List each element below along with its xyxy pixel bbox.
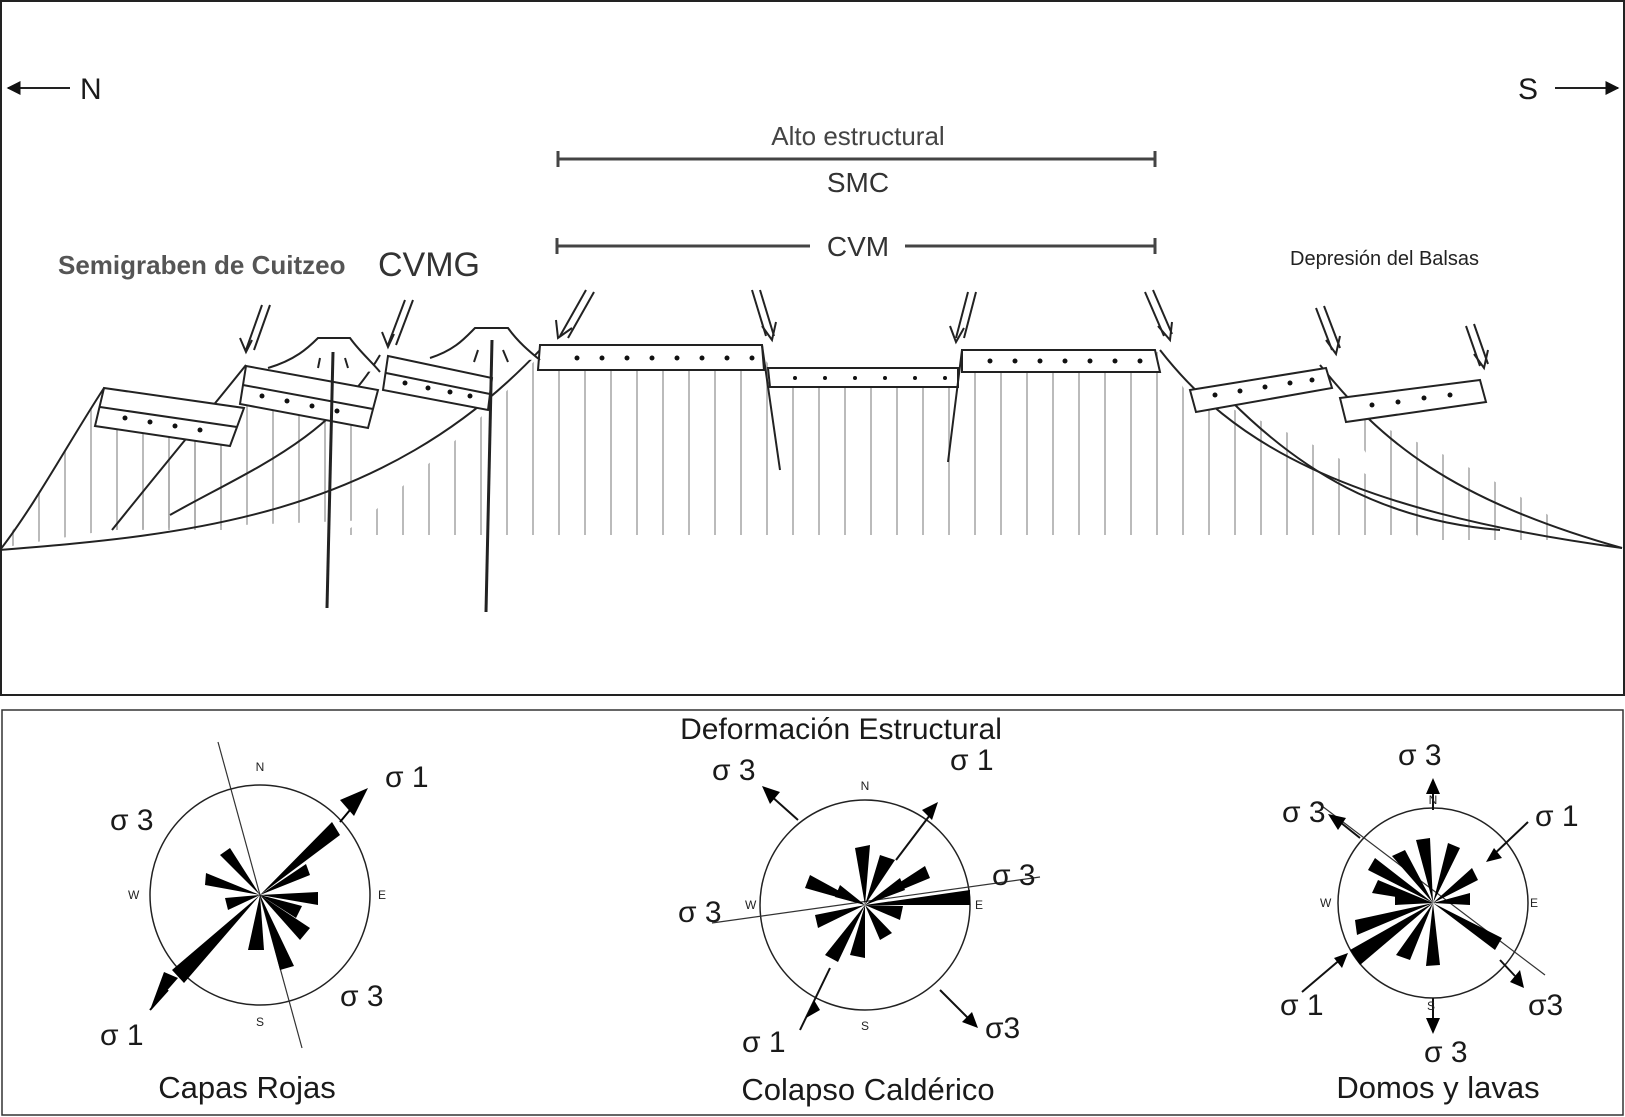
sigma3-arrow-se: [939, 989, 969, 1019]
deformation-panel: Deformación Estructural N: [1, 709, 1624, 1116]
sigma-label: σ 3: [1282, 796, 1326, 829]
cardinal-e: E: [378, 888, 386, 902]
rose-caption: Capas Rojas: [158, 1070, 335, 1105]
rose-petals: [1350, 838, 1502, 966]
tilted-block-1: [93, 386, 246, 448]
sigma1-arrow-ne-head: [1486, 848, 1502, 862]
sigma1-arrow-ne-head: [922, 802, 938, 820]
sigma1-arrow-sw-shaft: [149, 989, 169, 1011]
sigma-label: σ 1: [742, 1026, 786, 1059]
rose-circle: [149, 784, 371, 1006]
cardinal-w: W: [128, 888, 140, 902]
sigma3-arrow-n-head: [1426, 778, 1440, 794]
tilted-block-5: [1338, 378, 1488, 424]
sigma-label: σ 1: [950, 744, 994, 777]
south-label: S: [1518, 73, 1538, 106]
sigma1-arrow-sw: [799, 967, 831, 1031]
sigma-label: σ 3: [1424, 1036, 1468, 1069]
sigma3-arrow-nw-head: [1328, 814, 1346, 830]
tilted-block-3: [381, 354, 494, 412]
sigma1-arrow-ne-shaft: [339, 809, 351, 823]
sigma3-arrow-nw-head: [762, 786, 780, 804]
sigma-label: σ3: [1528, 989, 1563, 1022]
cardinal-n: N: [256, 760, 265, 774]
cardinal-w: W: [745, 898, 757, 912]
volcano-2: [429, 327, 541, 613]
sigma-label: σ3: [985, 1012, 1020, 1045]
cross-section-frame: [0, 0, 1625, 696]
cvm-extent-bar: [555, 238, 1157, 254]
north-label: N: [80, 73, 102, 106]
smc-extent-bar: [556, 151, 1157, 167]
rose-diagram-domos-lavas: N S E W σ 3 σ 3 σ 1 σ 1 σ3 σ 3 Domos y l…: [1280, 739, 1579, 1105]
sigma3-arrow-nw: [1339, 821, 1361, 839]
sigma1-arrow-ne: [895, 814, 931, 861]
fault-arrow-8: [1465, 323, 1489, 371]
cardinal-w: W: [1320, 896, 1332, 910]
sigma1-arrow-sw: [150, 972, 178, 1010]
sigma3-arrow-s-head: [1426, 1018, 1440, 1034]
sigma-label: σ 3: [712, 754, 756, 787]
fault-arrow-3: [555, 289, 595, 340]
sigma-label: σ 3: [110, 804, 154, 837]
fault-motion-arrows: [239, 289, 1489, 371]
graben-faults: [761, 344, 963, 471]
block-dots: [122, 355, 1453, 433]
sigma3-arrow-se-head: [1510, 970, 1524, 988]
sigma-label: σ 1: [100, 1019, 144, 1052]
cardinal-n: N: [1429, 793, 1438, 807]
listric-faults: [0, 349, 1623, 551]
cardinal-s: S: [1427, 999, 1435, 1013]
sigma3-arrow-se-head: [962, 1012, 978, 1028]
fault-arrow-1: [239, 304, 271, 355]
deformation-frame: [1, 709, 1624, 1116]
smc-label: SMC: [827, 167, 889, 198]
sigma-label: σ 1: [1280, 989, 1324, 1022]
sigma-label: σ 3: [340, 980, 384, 1013]
cardinal-s: S: [861, 1019, 869, 1033]
cvmg-label: CVMG: [378, 246, 480, 284]
fault-arrow-2: [381, 299, 414, 350]
rose-diagram-capas-rojas: N S E W σ 1 σ 3 σ 3 σ 1 Capas Rojas: [100, 741, 429, 1105]
tilted-block-4: [1188, 366, 1334, 414]
sigma1-arrow-sw-head: [1334, 953, 1348, 968]
sigma-label: σ 3: [1398, 739, 1442, 772]
balsas-label: Depresión del Balsas: [1290, 248, 1479, 270]
sigma3-arrow-nw: [769, 794, 799, 821]
rose-caption: Domos y lavas: [1336, 1070, 1539, 1105]
rose-petals: [172, 822, 340, 983]
semigraben-label: Semigraben de Cuitzeo: [58, 250, 346, 280]
sigma1-arrow-ne: [340, 788, 368, 816]
cardinal-e: E: [1530, 896, 1538, 910]
rose-petals: [805, 845, 970, 962]
cardinal-e: E: [975, 898, 983, 912]
sigma-label: σ 1: [385, 761, 429, 794]
cvm-label: CVM: [827, 231, 889, 262]
fault-arrow-7: [1315, 305, 1341, 357]
alto-estructural-label: Alto estructural: [771, 121, 944, 151]
deformation-title: Deformación Estructural: [680, 713, 1002, 746]
sigma1-arrow-sw-head: [806, 1000, 820, 1018]
horst-block-right: [961, 349, 1162, 373]
rose-diagram-colapso-calderico: N S E W σ 3 σ 1 σ 3 σ 3 σ3 σ 1 Colapso C…: [678, 744, 1041, 1107]
sigma3-arrow-se: [1499, 959, 1516, 977]
fault-arrow-6: [1144, 289, 1173, 343]
volcano-1: [267, 337, 381, 609]
cross-section-panel: N S Alto estructural SMC CVM Semigraben …: [0, 0, 1625, 696]
fault-arrow-4: [751, 289, 777, 343]
sigma1-arrow-sw: [1301, 957, 1343, 993]
sigma-label: σ 1: [1535, 800, 1579, 833]
cardinal-n: N: [861, 779, 870, 793]
fault-arrow-5: [949, 291, 977, 345]
cardinal-s: S: [256, 1015, 264, 1029]
sigma-label: σ 3: [992, 859, 1036, 892]
tilted-block-2: [238, 364, 380, 430]
rose-caption: Colapso Caldérico: [741, 1072, 994, 1107]
sigma-label: σ 3: [678, 896, 722, 929]
